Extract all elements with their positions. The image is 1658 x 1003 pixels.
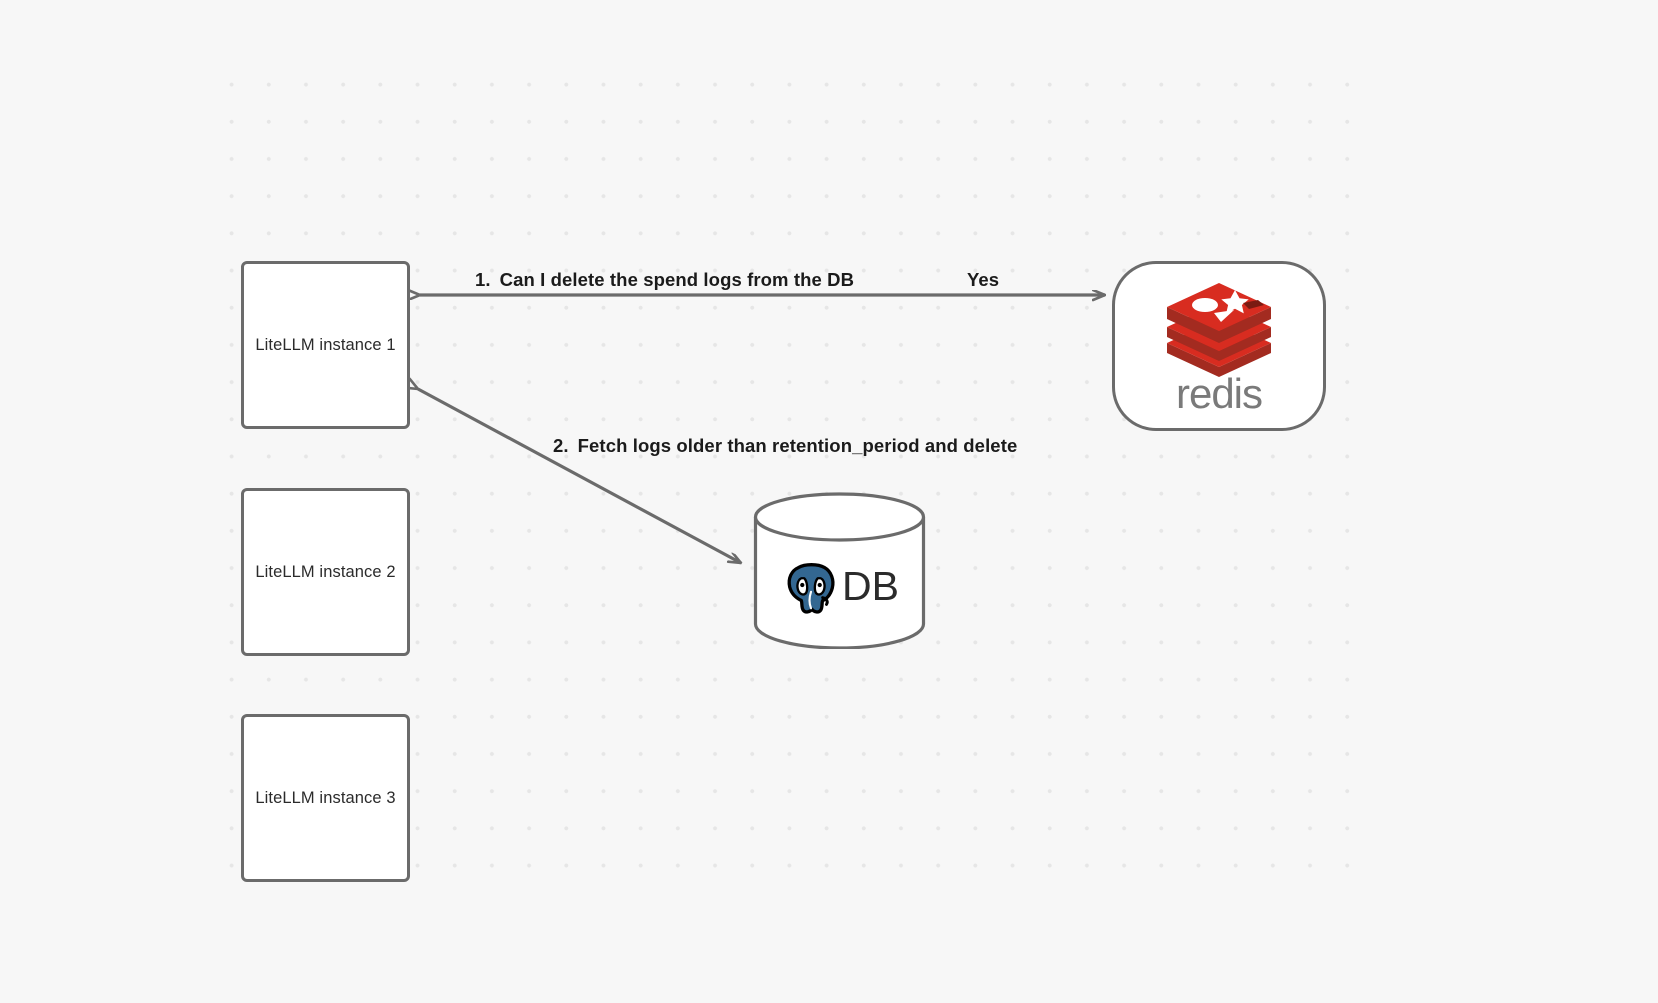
postgresql-elephant-icon xyxy=(787,563,835,614)
node-db[interactable]: DB xyxy=(753,492,926,649)
node-label: LiteLLM instance 3 xyxy=(255,788,396,807)
node-litellm-instance-2[interactable]: LiteLLM instance 2 xyxy=(241,488,410,656)
db-label: DB xyxy=(842,562,899,609)
cylinder-shape xyxy=(753,492,926,649)
db-content: DB xyxy=(753,536,926,636)
edge-label-1-number: 1. xyxy=(475,269,491,290)
edge-label-1-text: Can I delete the spend logs from the DB xyxy=(499,269,855,290)
edge-label-2-number: 2. xyxy=(553,435,569,456)
edge-label-1: 1. Can I delete the spend logs from the D… xyxy=(475,269,854,291)
node-litellm-instance-1[interactable]: LiteLLM instance 1 xyxy=(241,261,410,429)
node-litellm-instance-3[interactable]: LiteLLM instance 3 xyxy=(241,714,410,882)
node-label: LiteLLM instance 1 xyxy=(255,335,396,354)
edge-llm1-db xyxy=(418,389,741,565)
edge-label-1-reply: Yes xyxy=(967,269,1000,290)
redis-wordmark: redis xyxy=(1175,370,1263,417)
edge-label-2: 2. Fetch logs older than retention_period… xyxy=(553,435,1017,457)
redis-logo-icon xyxy=(1167,283,1271,377)
edge-label-2-text: Fetch logs older than retention_period a… xyxy=(577,435,1018,456)
node-redis[interactable]: redis xyxy=(1112,261,1326,431)
node-label: LiteLLM instance 2 xyxy=(255,562,396,581)
